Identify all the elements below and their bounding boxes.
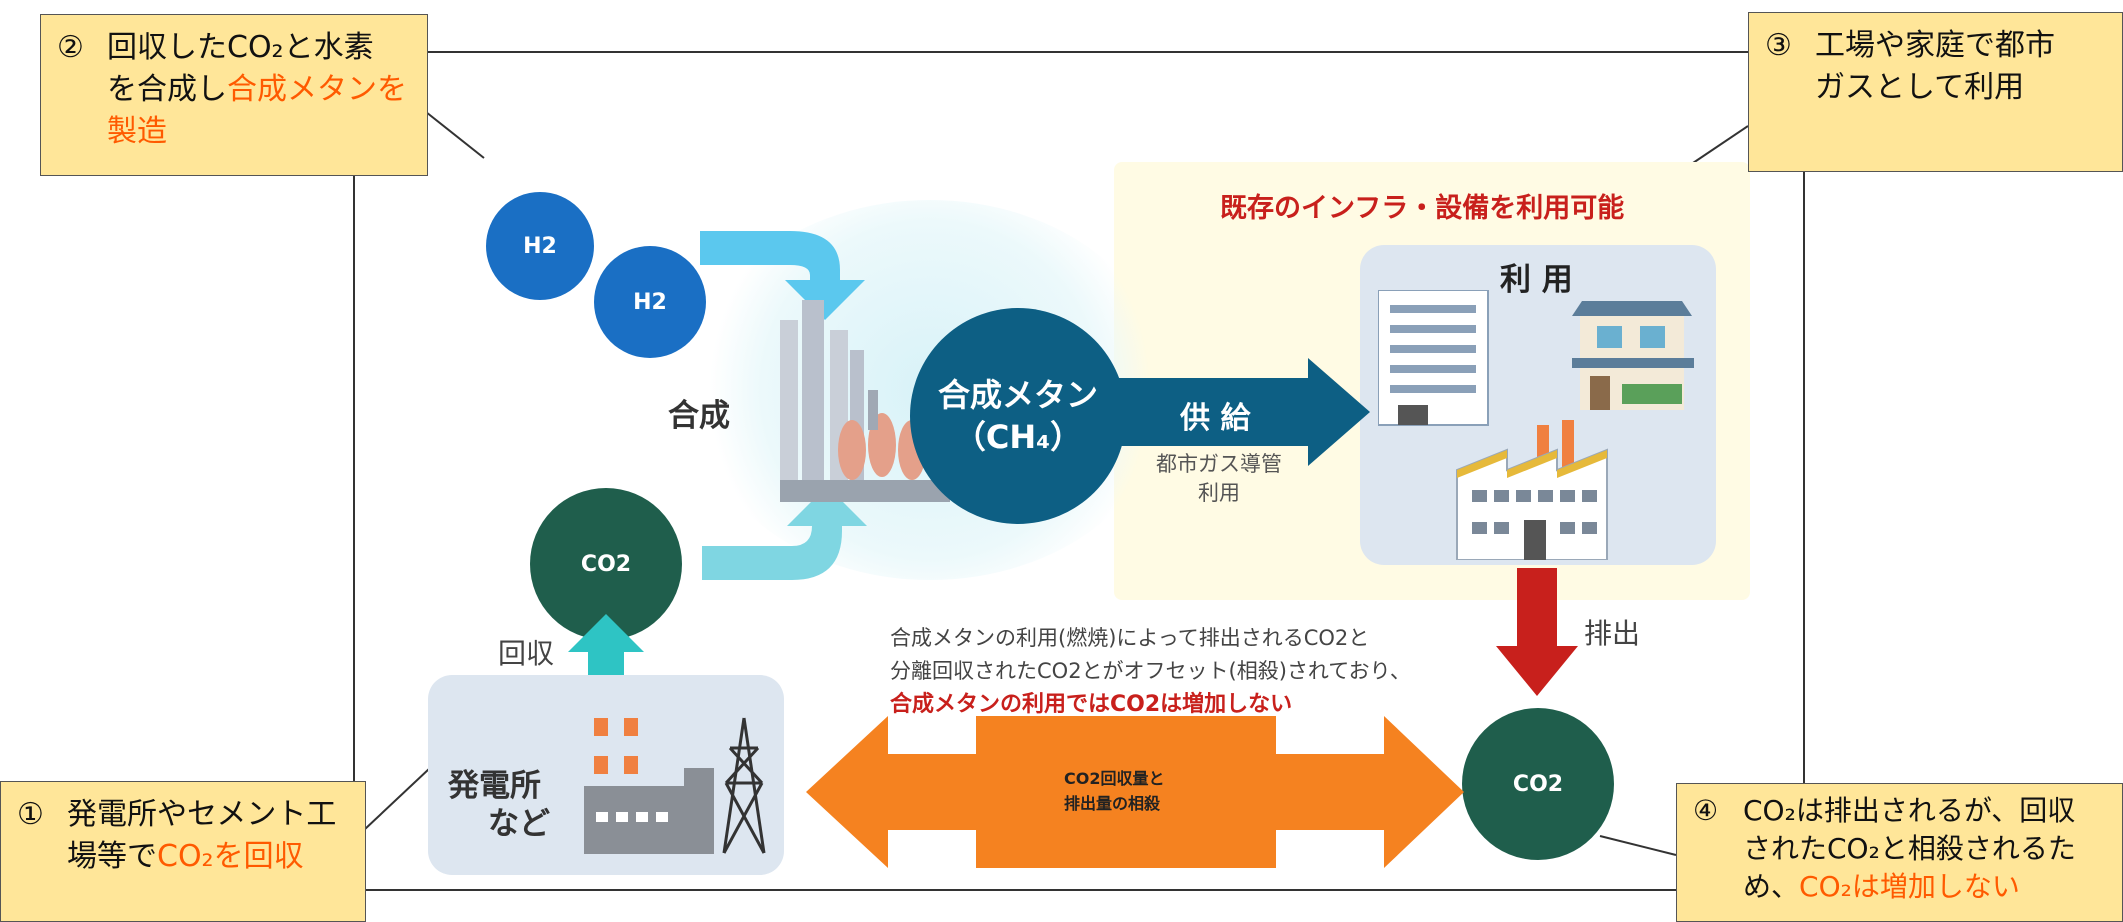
power-plant-label-line1: 発電所	[448, 768, 541, 804]
offset-arrow-label-line2: 排出量の相殺	[1064, 794, 1161, 813]
callout-4-highlight: CO₂は増加しない	[1799, 870, 2020, 903]
offset-arrow-label-line1: CO2回収量と	[1064, 769, 1165, 788]
offset-double-arrow	[806, 716, 1464, 868]
infra-title: 既存のインフラ・設備を利用可能	[1220, 193, 1625, 224]
offset-note-line2: 分離回収されたCO2とがオフセット(相殺)されており、	[890, 659, 1411, 683]
use-label: 利 用	[1500, 262, 1573, 298]
callout-2-highlight: 合成メタンを	[227, 72, 407, 107]
recovery-arrow	[568, 614, 644, 692]
callout-1-number: ①	[17, 797, 44, 832]
callout-1-line1: 発電所やセメント工	[67, 797, 337, 832]
callout-2-synthesis: ② 回収したCO₂と水素 を合成し合成メタンを 製造	[40, 14, 428, 176]
h2-circle-bottom: H2	[594, 246, 706, 358]
callout-1-line2: 場等で	[67, 839, 157, 874]
co2-to-synthesis-arrow	[702, 486, 867, 580]
h2-to-synthesis-arrow	[700, 231, 865, 320]
callout-1-highlight: CO₂を回収	[157, 839, 304, 874]
methane-label-line1: 合成メタン	[937, 376, 1098, 414]
emission-label: 排出	[1584, 617, 1641, 650]
factory-icon	[1456, 420, 1608, 560]
pipeline-label-line2: 利用	[1198, 481, 1240, 505]
house-icon	[1572, 301, 1694, 410]
callout-3-line1: 工場や家庭で都市	[1815, 28, 2055, 63]
callout-4-line3: め、	[1743, 870, 1800, 903]
h2-circle-top: H2	[486, 192, 594, 300]
recovery-label: 回収	[498, 637, 555, 670]
callout-3-line2: ガスとして利用	[1815, 70, 2025, 105]
building-icon	[1378, 290, 1489, 426]
offset-note-line1: 合成メタンの利用(燃焼)によって排出されるCO2と	[890, 626, 1370, 650]
power-plant-icon	[584, 717, 766, 854]
callout-2-number: ②	[57, 30, 84, 65]
methane-circle: 合成メタン （CH₄）	[910, 308, 1126, 524]
callout-4-no-co2-increase: ④ CO₂は排出されるが、回収 されたCO₂と相殺されるた め、CO₂は増加しな…	[1676, 783, 2123, 922]
power-plant-label-line2: など	[488, 806, 550, 842]
callout-2-line3: 製造	[107, 114, 167, 149]
methane-label-line2: （CH₄）	[953, 418, 1083, 456]
emission-arrow	[1496, 568, 1578, 696]
offset-note-line3: 合成メタンの利用ではCO2は増加しない	[890, 692, 1293, 717]
callout-2-line2: を合成し	[107, 72, 227, 107]
co2-circle-right: CO2	[1462, 708, 1614, 860]
callout-1-co2-recovery: ① 発電所やセメント工 場等でCO₂を回収	[0, 781, 366, 922]
supply-label: 供 給	[1180, 401, 1251, 436]
callout-4-number: ④	[1693, 794, 1719, 827]
callout-3-city-gas-use: ③ 工場や家庭で都市 ガスとして利用	[1748, 12, 2123, 172]
callout-3-number: ③	[1765, 28, 1792, 63]
callout-2-line1: 回収したCO₂と水素	[107, 30, 374, 65]
synthesis-label: 合成	[668, 398, 730, 434]
pipeline-label-line1: 都市ガス導管	[1156, 452, 1282, 476]
supply-arrow	[1112, 358, 1370, 466]
callout-4-line2: されたCO₂と相殺されるた	[1743, 832, 2076, 865]
callout-4-line1: CO₂は排出されるが、回収	[1743, 794, 2076, 827]
